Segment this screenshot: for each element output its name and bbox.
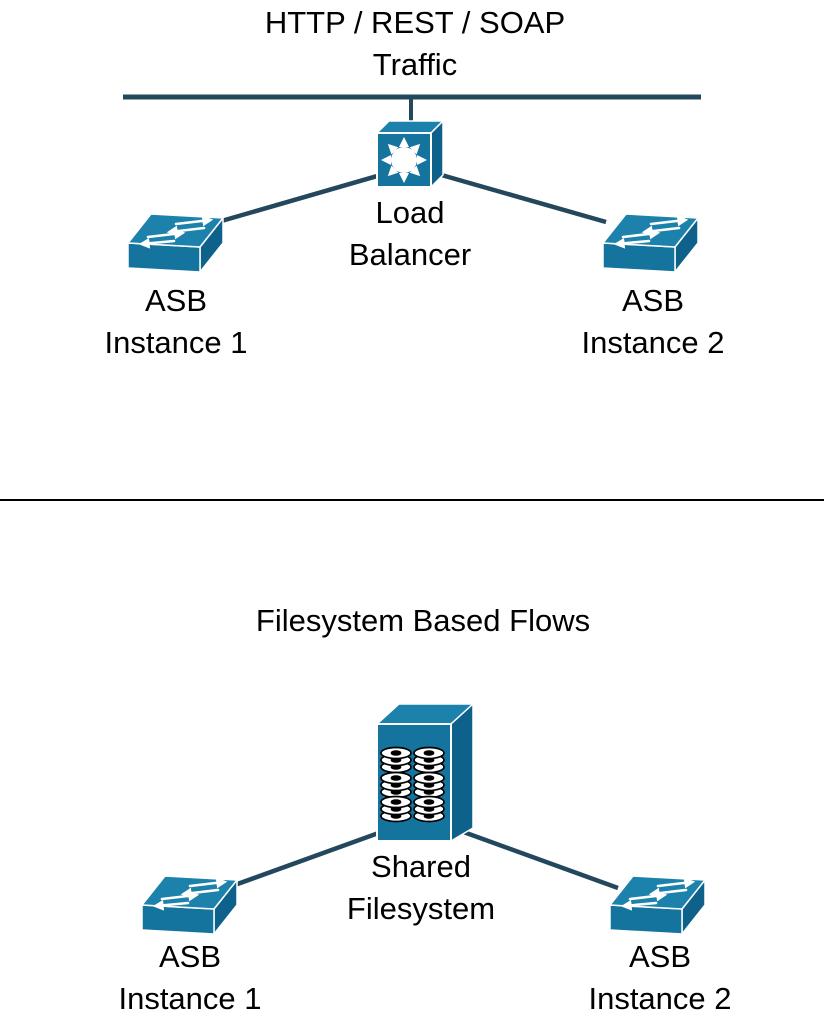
asb-instance2-top-label: ASB Instance 2 bbox=[581, 283, 725, 360]
top-section-title: HTTP / REST / SOAP Traffic bbox=[115, 2, 715, 86]
load-balancer-icon bbox=[376, 120, 444, 188]
asb-instance2-bottom-label: ASB Instance 2 bbox=[588, 939, 732, 1016]
load-balancer-label: Load Balancer bbox=[348, 195, 472, 272]
asb-instance1-top-label: ASB Instance 1 bbox=[104, 283, 248, 360]
top-title-line1: HTTP / REST / SOAP bbox=[264, 5, 566, 40]
disk-stacks bbox=[380, 746, 445, 823]
shared-filesystem-label: Shared Filesystem bbox=[346, 849, 496, 926]
bottom-section-title: Filesystem Based Flows bbox=[255, 603, 591, 638]
switch-icon-asb2-bottom bbox=[610, 876, 705, 934]
loadbalancer-to-instance2-line bbox=[416, 165, 607, 225]
top-title-line2: Traffic bbox=[372, 47, 458, 82]
switch-icon-asb1-bottom bbox=[142, 876, 237, 934]
shared-filesystem-icon bbox=[376, 703, 474, 842]
connector-lines bbox=[123, 94, 701, 891]
loadbalancer-to-instance1-line bbox=[217, 165, 406, 225]
filesystem-to-instance1-line bbox=[231, 823, 399, 889]
switch-icon-asb1-top bbox=[128, 214, 223, 272]
asb-instance1-bottom-label: ASB Instance 1 bbox=[118, 939, 262, 1016]
switch-icon-asb2-top bbox=[603, 214, 698, 272]
filesystem-to-instance2-line bbox=[435, 819, 619, 891]
